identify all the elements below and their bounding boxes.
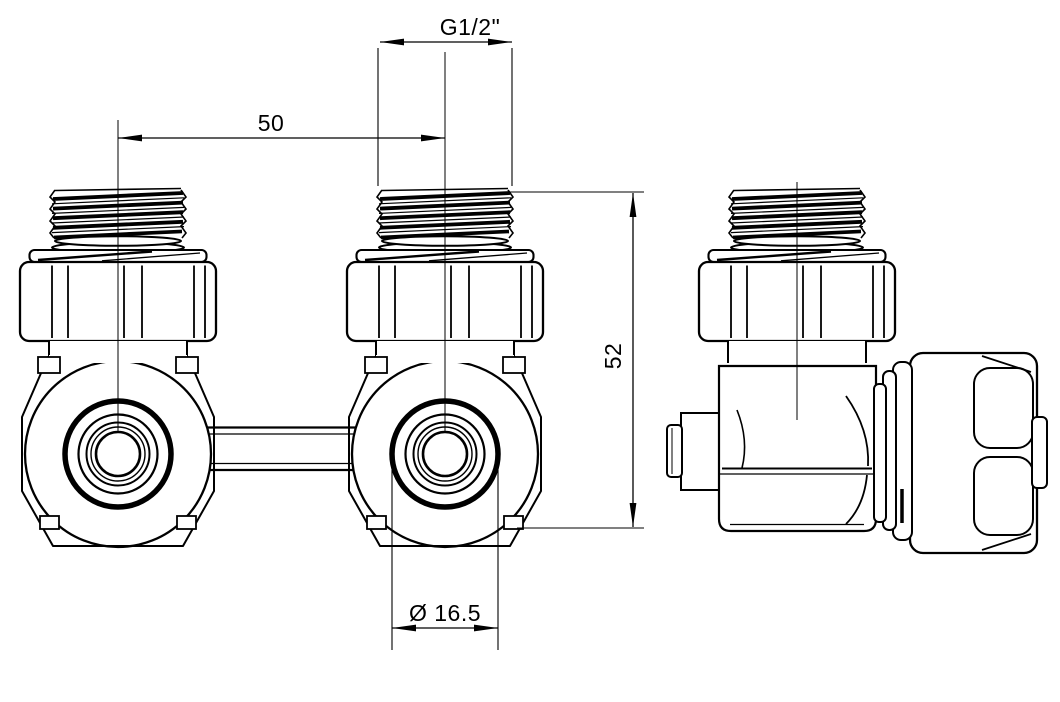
connecting-pipe xyxy=(200,426,363,472)
side-knob xyxy=(908,351,1048,555)
valve-height-label: 52 xyxy=(600,343,626,370)
dimension-port-spacing: 50 xyxy=(118,110,445,142)
dimension-bore-diameter: Ø 16.5 xyxy=(392,600,498,632)
side-view xyxy=(666,186,1048,555)
thread-size-label: G1/2" xyxy=(440,14,501,40)
port-spacing-label: 50 xyxy=(258,110,285,136)
centerlines xyxy=(117,52,798,432)
side-collar-rings xyxy=(873,361,913,541)
dimension-thread-size: G1/2" xyxy=(380,14,512,46)
side-drain-stub xyxy=(666,412,720,491)
dimension-valve-height: 52 xyxy=(600,193,637,527)
front-view xyxy=(18,186,545,548)
side-body xyxy=(717,364,878,533)
bore-diameter-label: Ø 16.5 xyxy=(409,600,481,626)
dimension-extension-lines xyxy=(377,48,644,650)
